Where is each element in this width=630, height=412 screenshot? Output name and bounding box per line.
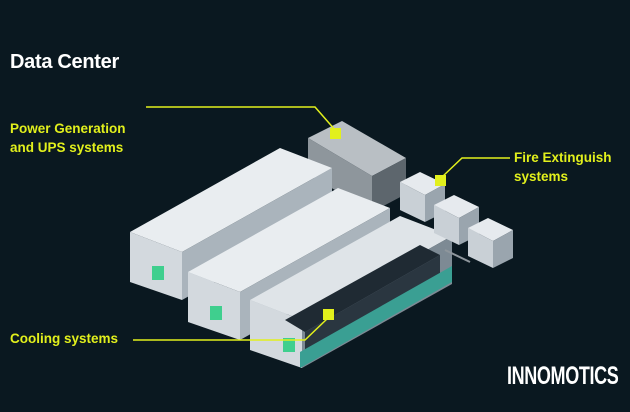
- page-title: Data Center: [10, 51, 119, 73]
- brand-logo: INNOMOTICS: [507, 362, 619, 390]
- label-cooling: Cooling systems: [10, 331, 119, 346]
- callout-power: [146, 106, 341, 139]
- label-power-generation: Power Generation and UPS systems: [10, 119, 126, 157]
- label-fire-extinguish: Fire Extinguish systems: [514, 148, 612, 186]
- label-line: systems: [514, 169, 569, 184]
- label-line: and UPS systems: [10, 140, 124, 155]
- callout-fire: [435, 157, 510, 186]
- fire-extinguish-units: [400, 172, 513, 268]
- label-line: Power Generation: [10, 121, 126, 136]
- callout-cooling: [133, 309, 334, 341]
- label-line: Fire Extinguish: [514, 150, 612, 165]
